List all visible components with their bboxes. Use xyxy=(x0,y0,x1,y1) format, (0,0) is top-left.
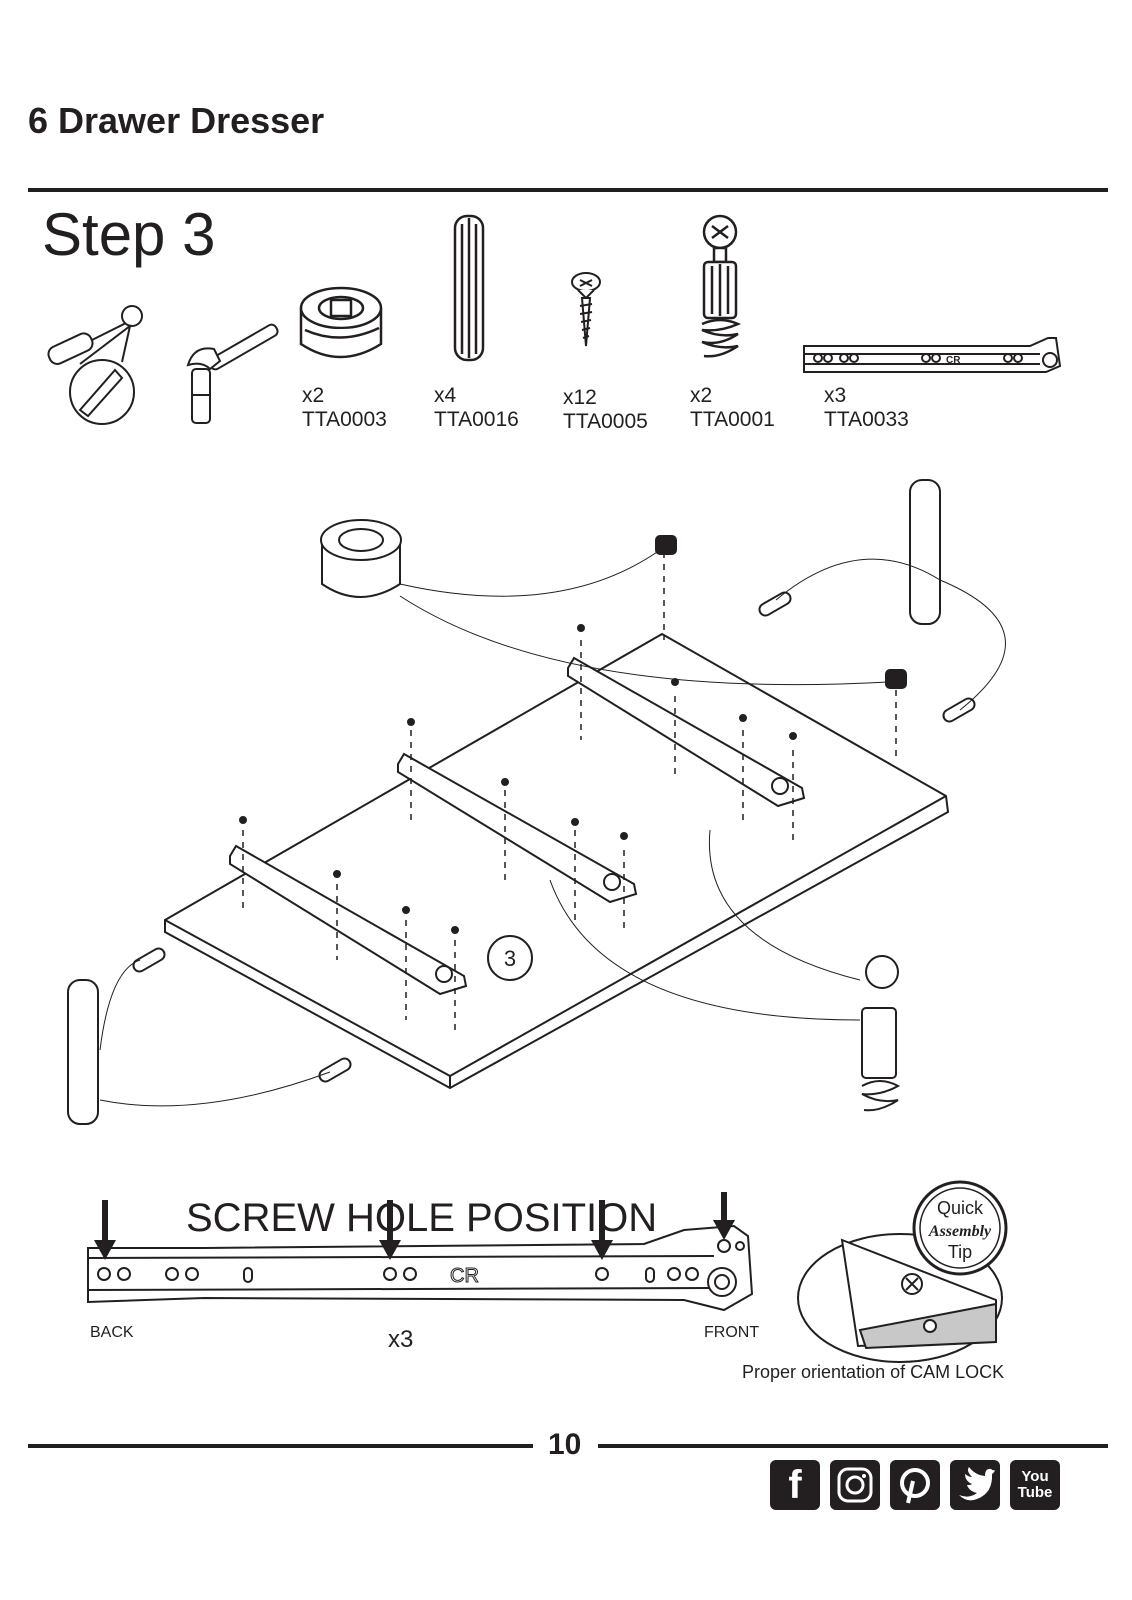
arrow-down-icon xyxy=(591,1200,613,1260)
cam-lock xyxy=(885,669,907,689)
badge-text-bottom: Tip xyxy=(948,1242,972,1262)
arrow-down-icon xyxy=(713,1192,735,1240)
dowel-icon xyxy=(453,214,485,362)
assembly-diagram: 3 xyxy=(67,479,1006,1125)
facebook-icon[interactable]: f xyxy=(770,1460,820,1510)
cam-bolt-icon xyxy=(701,214,742,358)
screwdriver-icon xyxy=(47,305,143,425)
arrow-down-icon xyxy=(379,1200,401,1260)
screw-hole-rail-diagram: CR xyxy=(87,1192,754,1312)
dowel xyxy=(318,1057,352,1083)
page-number: 10 xyxy=(548,1428,582,1461)
cam-lock-icon xyxy=(299,286,383,359)
arrow-down-icon xyxy=(94,1200,116,1260)
drawer-rail-icon: CR xyxy=(803,337,1062,373)
badge-text-top: Quick xyxy=(937,1198,984,1218)
cam-lock-tip-illustration: Quick Assembly Tip xyxy=(797,1180,1008,1363)
step-heading: Step 3 xyxy=(42,201,216,268)
dowel xyxy=(132,947,166,973)
hammer-icon xyxy=(186,323,279,424)
dowel xyxy=(909,479,941,625)
tip-caption: Proper orientation of CAM LOCK xyxy=(742,1362,1005,1382)
drawer-rail xyxy=(397,752,638,904)
rail-quantity: x3 xyxy=(388,1326,414,1353)
drawer-rail xyxy=(229,844,468,996)
drawer-rail xyxy=(567,656,806,808)
back-label: BACK xyxy=(90,1324,134,1341)
instagram-icon[interactable] xyxy=(830,1460,880,1510)
top-divider xyxy=(28,188,1108,192)
badge-text-mid: Assembly xyxy=(928,1223,992,1240)
panel-number-circle xyxy=(487,935,533,981)
front-label: FRONT xyxy=(704,1324,760,1341)
bottom-divider xyxy=(28,1444,533,1448)
dowel xyxy=(758,591,792,617)
dowel xyxy=(67,979,99,1125)
cam-lock xyxy=(655,535,677,555)
panel-number: 3 xyxy=(504,946,516,971)
pinterest-icon[interactable] xyxy=(890,1460,940,1510)
bottom-divider xyxy=(598,1444,1108,1448)
wood-screw-icon xyxy=(571,272,601,347)
screw-hole-title: SCREW HOLE POSITION xyxy=(186,1196,658,1240)
page-title: 6 Drawer Dresser xyxy=(28,100,325,141)
twitter-icon[interactable] xyxy=(950,1460,1000,1510)
rail-mark: CR xyxy=(450,1265,479,1287)
rail-mark: CR xyxy=(946,355,961,366)
